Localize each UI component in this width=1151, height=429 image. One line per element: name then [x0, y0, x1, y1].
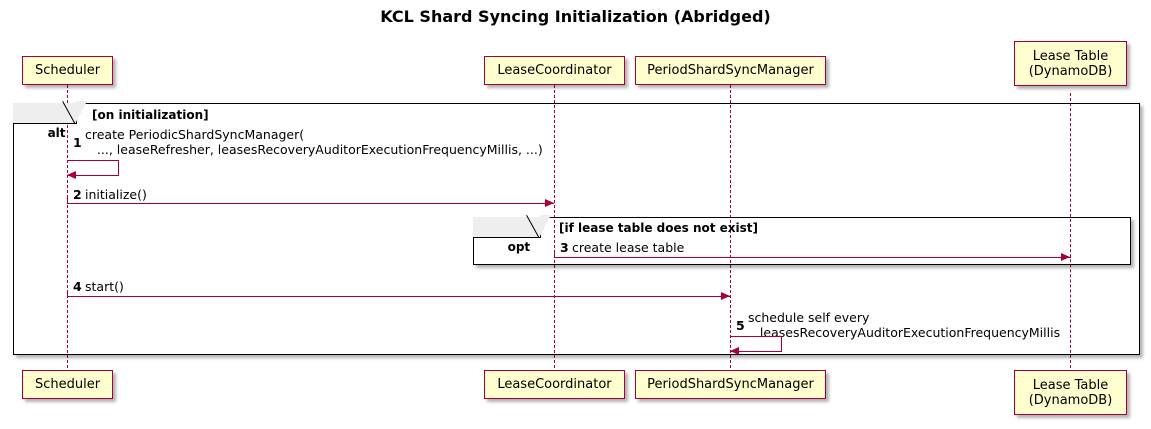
participant-leasetable-top[interactable]: Lease Table (DynamoDB): [1014, 41, 1127, 86]
fragment-corner-fill: [540, 215, 552, 236]
message-2-label: initialize(): [85, 187, 147, 202]
fragment-alt-label: alt: [12, 100, 87, 140]
fragment-alt: alt: [12, 100, 1140, 355]
message-2-tail: [67, 198, 68, 204]
participant-label: LeaseCoordinator: [497, 63, 612, 78]
message-1-label: create PeriodicShardSyncManager( ..., le…: [85, 127, 543, 157]
message-3-line: [554, 257, 1071, 258]
participant-scheduler-top[interactable]: Scheduler: [22, 56, 113, 85]
message-2-number: 2: [73, 187, 82, 202]
message-1-line1: create PeriodicShardSyncManager(: [85, 127, 305, 142]
participant-leasetable-bottom[interactable]: Lease Table (DynamoDB): [1014, 370, 1127, 415]
participant-label-secondary: (DynamoDB): [1028, 392, 1113, 408]
fragment-opt: opt: [472, 214, 1131, 265]
message-5-number: 5: [736, 318, 745, 333]
participant-label: Scheduler: [34, 377, 101, 392]
fragment-opt-guard: [if lease table does not exist]: [559, 221, 759, 235]
message-3-arrowhead: [1061, 253, 1070, 261]
message-4-arrowhead: [721, 292, 730, 300]
message-5-self-loop: [730, 336, 782, 352]
participant-coordinator-top[interactable]: LeaseCoordinator: [484, 56, 625, 85]
message-3-number: 3: [560, 240, 569, 255]
fragment-corner-fill: [75, 101, 87, 122]
fragment-opt-type: opt: [507, 239, 531, 254]
lifeline-scheduler: [67, 85, 68, 368]
message-5-arrowhead: [730, 347, 739, 355]
message-3-label: create lease table: [572, 240, 685, 255]
message-1-number: 1: [73, 135, 82, 150]
participant-label: Lease Table: [1032, 377, 1109, 393]
participant-label-secondary: (DynamoDB): [1028, 63, 1113, 79]
participant-coordinator-bottom[interactable]: LeaseCoordinator: [484, 370, 625, 399]
fragment-corner-line: [61, 100, 75, 123]
message-2-line: [67, 203, 554, 204]
message-1-self-loop: [67, 160, 119, 176]
lifeline-coordinator: [554, 85, 555, 368]
diagram-title: KCL Shard Syncing Initialization (Abridg…: [380, 7, 771, 26]
message-5-line1: schedule self every: [748, 310, 870, 325]
participant-syncmanager-top[interactable]: PeriodShardSyncManager: [635, 56, 826, 85]
message-5-label: schedule self every leasesRecoveryAudito…: [748, 310, 1060, 340]
message-2-arrowhead: [545, 199, 554, 207]
fragment-corner-line: [526, 214, 540, 237]
participant-label: Lease Table: [1032, 48, 1109, 64]
fragment-alt-guard: [on initialization]: [92, 108, 209, 122]
fragment-opt-label: opt: [472, 214, 552, 254]
participant-label: PeriodShardSyncManager: [647, 63, 814, 78]
message-4-line: [67, 296, 731, 297]
lifeline-syncmanager: [730, 85, 731, 368]
lifeline-leasetable: [1070, 93, 1071, 368]
participant-label: PeriodShardSyncManager: [647, 377, 814, 392]
message-3-tail: [554, 252, 555, 258]
message-1-arrowhead: [67, 171, 76, 179]
participant-scheduler-bottom[interactable]: Scheduler: [22, 370, 113, 399]
message-4-number: 4: [73, 279, 82, 294]
message-1-line2: ..., leaseRefresher, leasesRecoveryAudit…: [85, 142, 543, 157]
message-4-tail: [67, 291, 68, 297]
fragment-alt-type: alt: [47, 125, 66, 140]
message-5-line2: leasesRecoveryAuditorExecutionFrequencyM…: [748, 325, 1061, 340]
participant-syncmanager-bottom[interactable]: PeriodShardSyncManager: [635, 370, 826, 399]
message-4-label: start(): [85, 279, 124, 294]
participant-label: Scheduler: [34, 63, 101, 78]
participant-label: LeaseCoordinator: [497, 377, 612, 392]
